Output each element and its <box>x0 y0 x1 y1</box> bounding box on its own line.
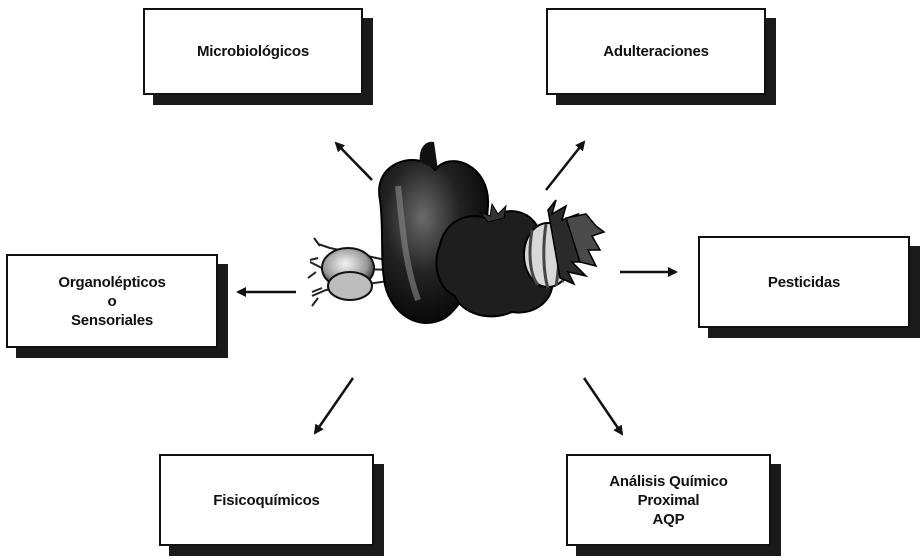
node-microbiologicos-label: Microbiológicos <box>197 42 309 61</box>
arrow-to-microbiologicos <box>336 143 372 180</box>
node-adulteraciones: Adulteraciones <box>546 8 766 95</box>
arrow-to-analisis <box>584 378 622 434</box>
node-organolepticos-label: Organolépticos o Sensoriales <box>58 273 165 330</box>
node-microbiologicos: Microbiológicos <box>143 8 363 95</box>
node-pesticidas-label: Pesticidas <box>768 273 840 292</box>
node-pesticidas: Pesticidas <box>698 236 910 328</box>
node-adulteraciones-label: Adulteraciones <box>603 42 709 61</box>
node-organolepticos: Organolépticos o Sensoriales <box>6 254 218 348</box>
node-fisicoquimicos-label: Fisicoquímicos <box>213 491 319 510</box>
arrow-to-adulteraciones <box>546 142 584 190</box>
node-analisis-quimico-proximal: Análisis Químico Proximal AQP <box>566 454 771 546</box>
node-fisicoquimicos: Fisicoquímicos <box>159 454 374 546</box>
vegetables-illustration <box>308 142 604 323</box>
arrow-to-fisicoquimicos <box>315 378 353 433</box>
node-analisis-label: Análisis Químico Proximal AQP <box>609 472 728 529</box>
